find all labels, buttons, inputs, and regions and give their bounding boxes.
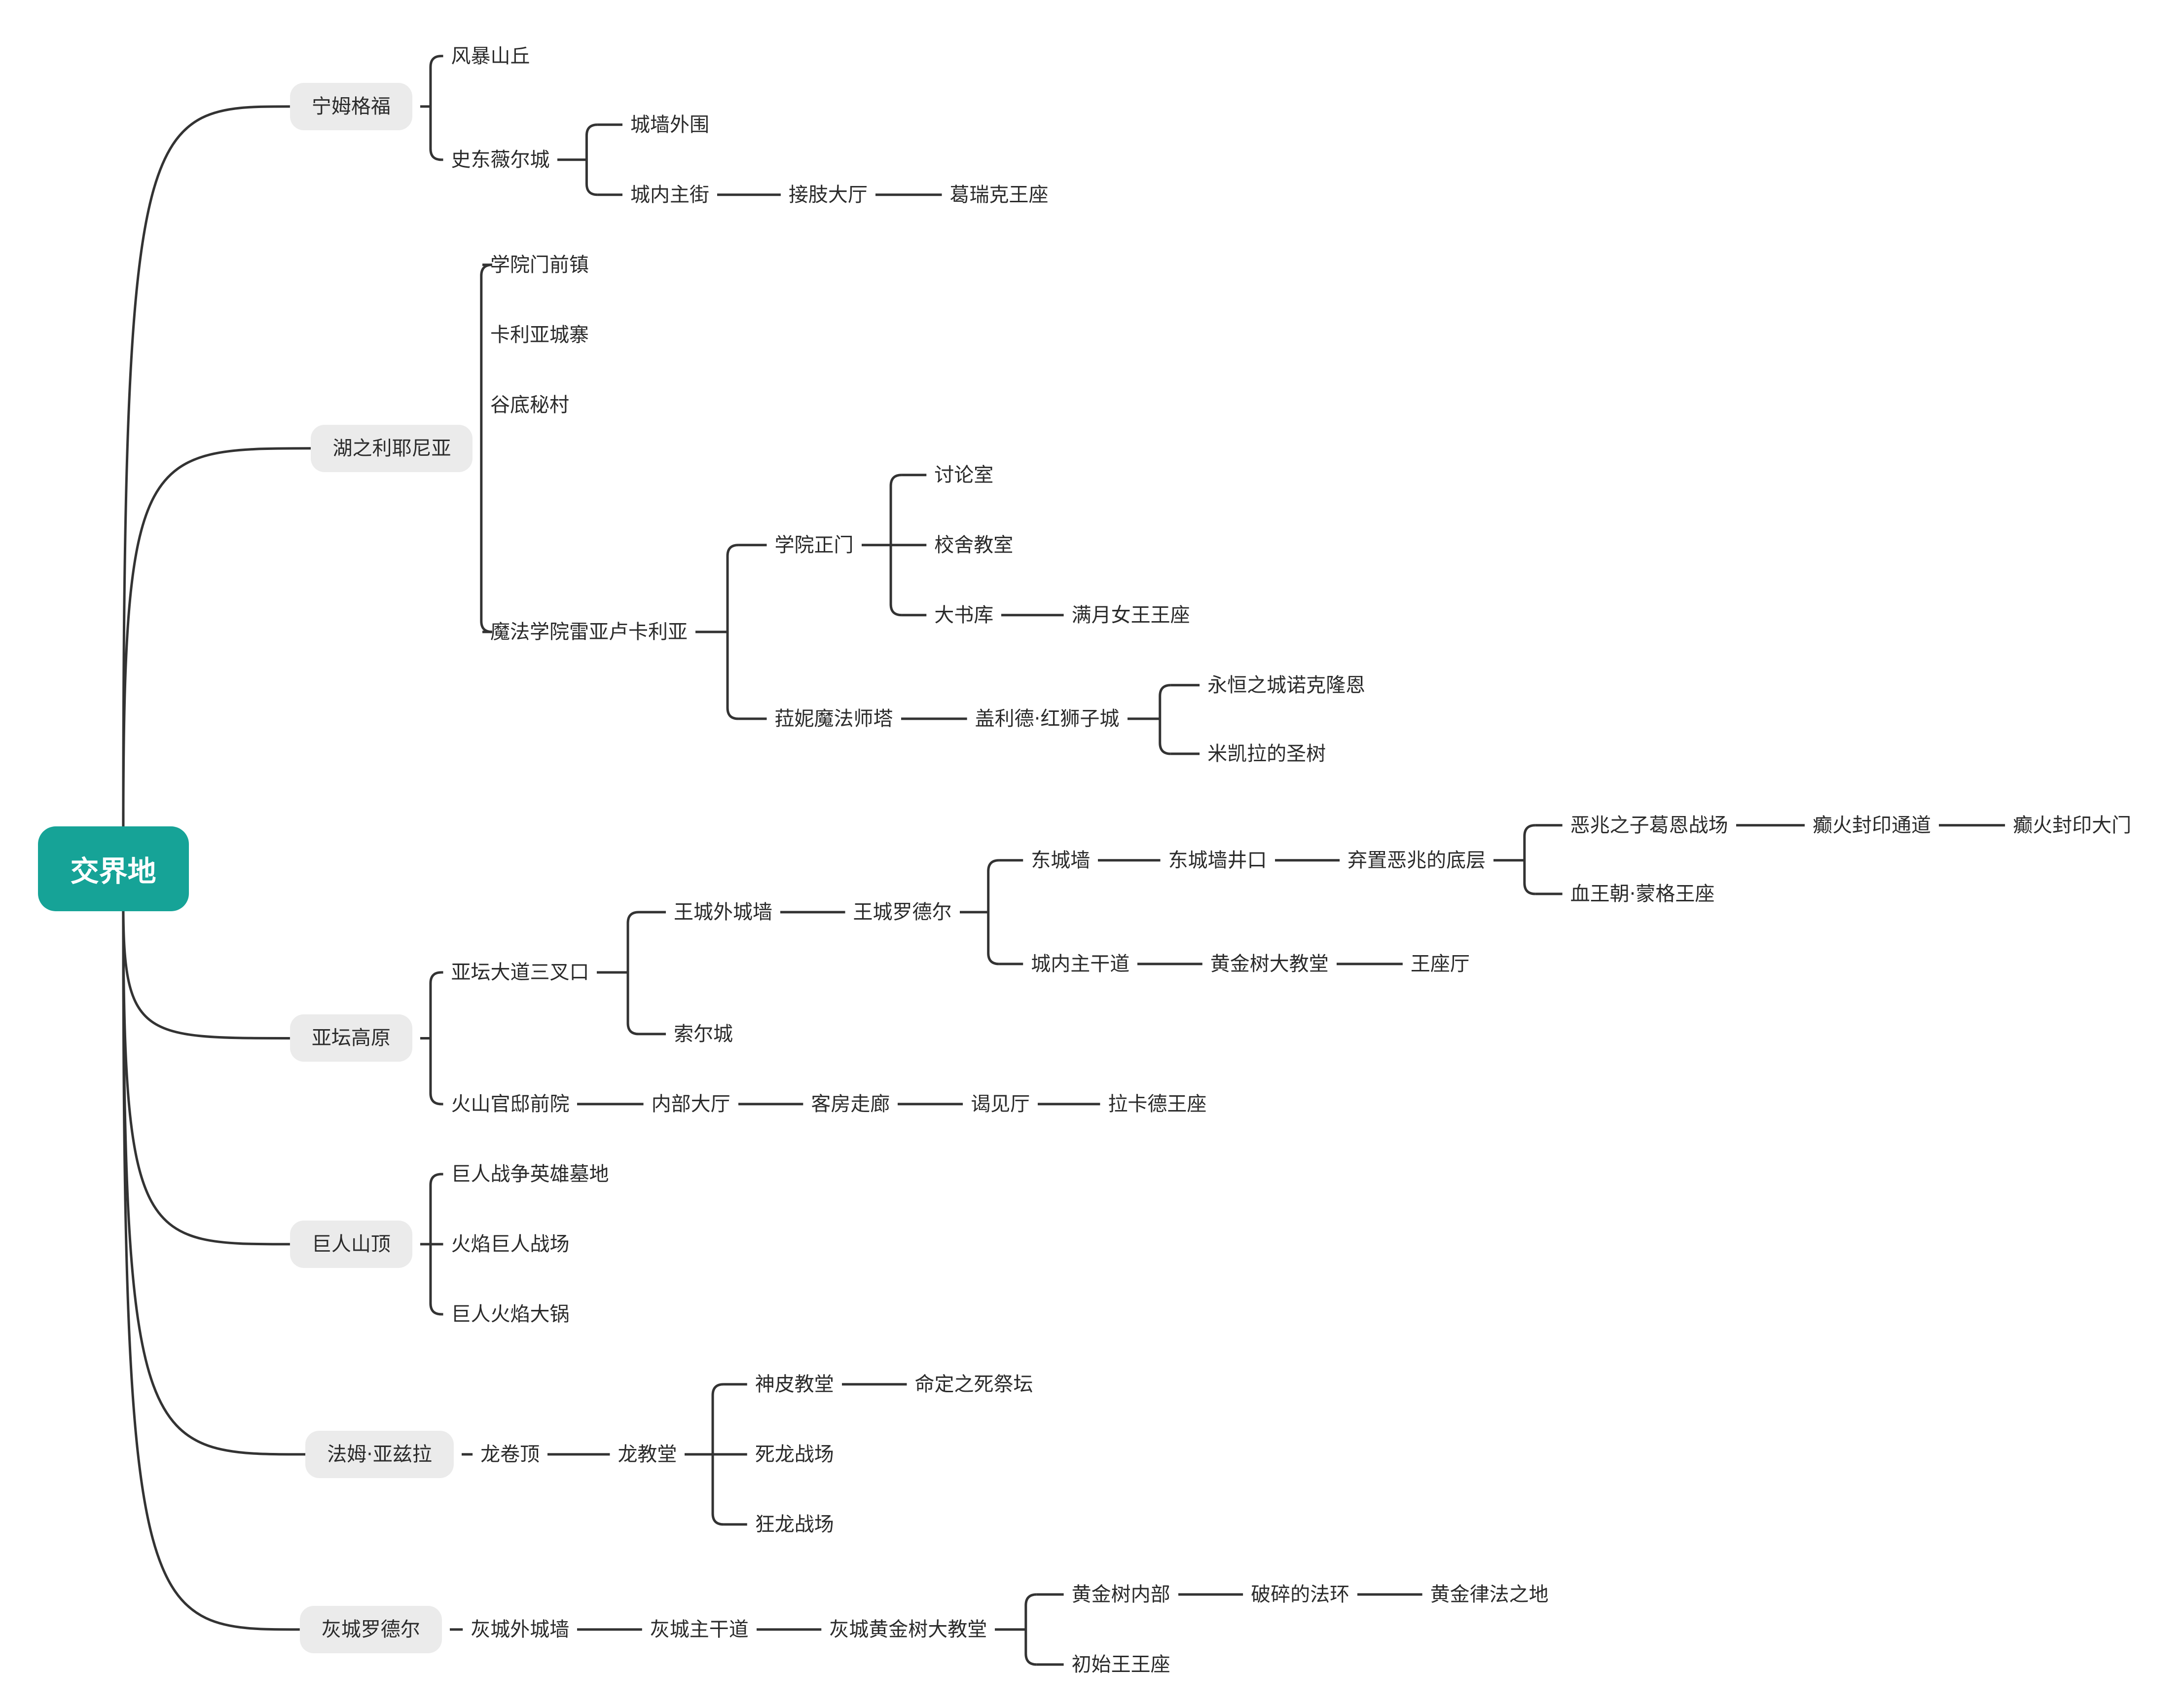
- topic-node[interactable]: 神皮教堂: [755, 1373, 834, 1396]
- branch-node[interactable]: 亚坛高原: [290, 1014, 412, 1062]
- topic-node[interactable]: 史东薇尔城: [451, 148, 550, 171]
- bracket-line: [626, 911, 639, 1036]
- branch-node[interactable]: 灰城罗德尔: [299, 1605, 442, 1653]
- topic-node[interactable]: 癫火封印大门: [2013, 814, 2132, 837]
- topic-node[interactable]: 死龙战场: [755, 1443, 834, 1466]
- topic-node[interactable]: 风暴山丘: [451, 44, 530, 68]
- bracket-line: [711, 1383, 724, 1526]
- bracket-line: [480, 263, 492, 633]
- bracket-line: [1024, 1593, 1037, 1666]
- topic-node[interactable]: 亚坛大道三叉口: [451, 961, 589, 984]
- topic-node[interactable]: 菈妮魔法师塔: [774, 707, 893, 730]
- topic-node[interactable]: 黄金树大教堂: [1210, 952, 1329, 975]
- root-connector: [122, 903, 290, 1246]
- topic-node[interactable]: 弃置恶兆的底层: [1347, 849, 1486, 872]
- topic-node[interactable]: 拉卡德王座: [1108, 1092, 1207, 1115]
- topic-node[interactable]: 学院正门: [774, 533, 854, 557]
- topic-node[interactable]: 破碎的法环: [1251, 1583, 1350, 1606]
- topic-node[interactable]: 城墙外围: [630, 113, 709, 136]
- root-connector: [122, 105, 290, 834]
- bracket-line: [1523, 824, 1535, 895]
- topic-node[interactable]: 东城墙井口: [1168, 849, 1267, 872]
- root-connector: [122, 903, 290, 1040]
- topic-node[interactable]: 龙卷顶: [480, 1443, 540, 1466]
- root-connector: [122, 903, 300, 1631]
- bracket-line: [726, 544, 739, 720]
- root-node[interactable]: 交界地: [37, 826, 189, 911]
- topic-node[interactable]: 初始王王座: [1071, 1653, 1170, 1676]
- topic-node[interactable]: 魔法学院雷亚卢卡利亚: [490, 620, 688, 643]
- topic-node[interactable]: 学院门前镇: [490, 253, 589, 276]
- topic-node[interactable]: 城内主街: [630, 183, 709, 206]
- topic-node[interactable]: 火山官邸前院: [451, 1092, 570, 1115]
- topic-node[interactable]: 龙教堂: [618, 1443, 677, 1466]
- topic-node[interactable]: 灰城外城墙: [471, 1618, 570, 1641]
- topic-node[interactable]: 满月女王王座: [1071, 603, 1190, 627]
- topic-node[interactable]: 内部大厅: [651, 1092, 730, 1115]
- topic-node[interactable]: 谷底秘村: [490, 393, 569, 416]
- topic-node[interactable]: 王城外城墙: [674, 900, 773, 924]
- topic-node[interactable]: 黄金树内部: [1071, 1583, 1170, 1606]
- branch-node[interactable]: 宁姆格福: [290, 82, 412, 130]
- topic-node[interactable]: 恶兆之子葛恩战场: [1570, 814, 1728, 837]
- topic-node[interactable]: 米凯拉的圣树: [1207, 742, 1326, 765]
- topic-node[interactable]: 王座厅: [1410, 952, 1470, 975]
- branch-node[interactable]: 法姆·亚兹拉: [305, 1430, 454, 1478]
- bracket-line: [1159, 684, 1171, 755]
- topic-node[interactable]: 灰城主干道: [650, 1618, 749, 1641]
- topic-node[interactable]: 巨人战争英雄墓地: [451, 1162, 609, 1186]
- topic-node[interactable]: 黄金律法之地: [1430, 1583, 1549, 1606]
- root-connector: [122, 447, 311, 834]
- topic-node[interactable]: 王城罗德尔: [853, 900, 952, 924]
- bracket-line: [585, 123, 598, 196]
- root-connector: [122, 903, 306, 1456]
- bracket-line: [987, 859, 999, 965]
- branch-node[interactable]: 巨人山顶: [290, 1220, 412, 1268]
- topic-node[interactable]: 火焰巨人战场: [451, 1232, 570, 1256]
- topic-node[interactable]: 城内主干道: [1031, 952, 1130, 975]
- topic-node[interactable]: 索尔城: [674, 1022, 733, 1045]
- topic-node[interactable]: 葛瑞克王座: [949, 183, 1049, 206]
- topic-node[interactable]: 狂龙战场: [755, 1513, 834, 1536]
- topic-node[interactable]: 血王朝·蒙格王座: [1570, 882, 1715, 905]
- topic-node[interactable]: 讨论室: [934, 463, 994, 486]
- topic-node[interactable]: 灰城黄金树大教堂: [829, 1618, 987, 1641]
- topic-node[interactable]: 谒见厅: [971, 1092, 1030, 1115]
- topic-node[interactable]: 客房走廊: [811, 1092, 890, 1115]
- topic-node[interactable]: 癫火封印通道: [1812, 814, 1931, 837]
- topic-node[interactable]: 校舍教室: [934, 533, 1014, 557]
- branch-node[interactable]: 湖之利耶尼亚: [311, 424, 473, 472]
- topic-node[interactable]: 卡利亚城寨: [490, 323, 589, 346]
- topic-node[interactable]: 巨人火焰大锅: [451, 1302, 570, 1326]
- bracket-line: [429, 971, 442, 1106]
- topic-node[interactable]: 东城墙: [1031, 849, 1091, 872]
- topic-node[interactable]: 命定之死祭坛: [914, 1373, 1033, 1396]
- topic-node[interactable]: 大书库: [934, 603, 994, 627]
- topic-node[interactable]: 永恒之城诺克隆恩: [1207, 673, 1366, 697]
- topic-node[interactable]: 接肢大厅: [788, 183, 868, 206]
- topic-node[interactable]: 盖利德·红狮子城: [975, 707, 1120, 730]
- bracket-line: [429, 55, 442, 161]
